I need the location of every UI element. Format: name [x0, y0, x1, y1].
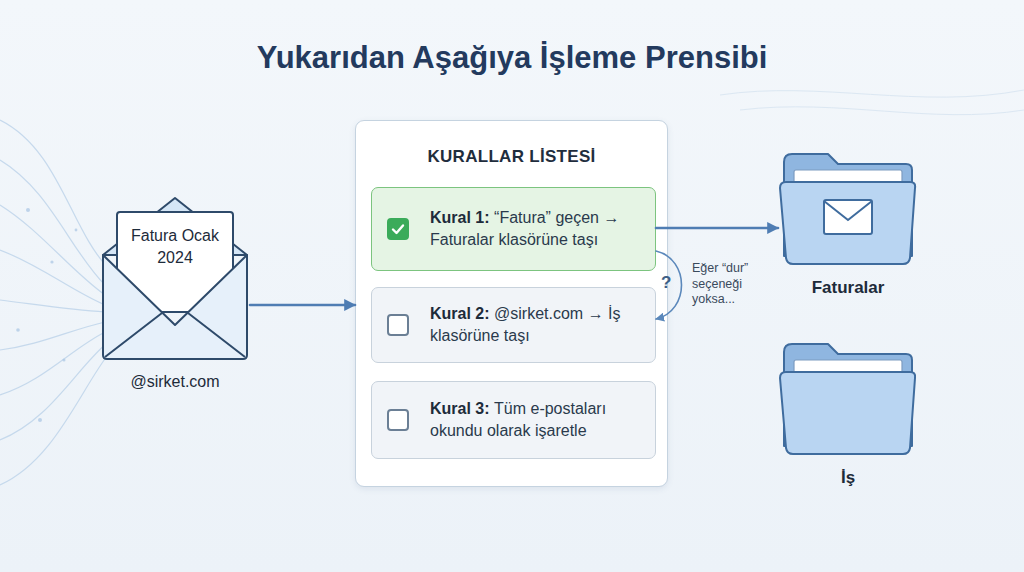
question-mark: ?	[661, 273, 671, 293]
dot	[16, 328, 20, 332]
dot	[26, 208, 30, 212]
flow-line	[0, 160, 105, 285]
dot	[38, 418, 42, 422]
folder-front	[780, 372, 915, 454]
mail-icon	[824, 200, 872, 234]
folder-front	[780, 182, 915, 264]
folder-icon	[778, 338, 918, 458]
flow-lines	[0, 120, 110, 485]
rule-box: Kural 3:Tüm e-postaları okundu olarak iş…	[371, 381, 656, 459]
flow-line	[720, 90, 1024, 97]
checkbox	[387, 314, 409, 336]
folder-label: Faturalar	[768, 278, 928, 298]
rule-text: Kural 2:@sirket.com → İş klasörüne taşı	[430, 303, 630, 346]
flow-line	[0, 322, 105, 350]
rules-panel: KURALLAR LİSTESİ Kural 1:“Fatura” geçen →…	[355, 120, 668, 487]
rule-text: Kural 3:Tüm e-postaları okundu olarak iş…	[430, 398, 630, 441]
dot	[50, 260, 53, 263]
mail-flap	[824, 201, 872, 220]
check-mark	[389, 220, 407, 238]
folder-label: İş	[768, 468, 928, 488]
flow-line	[0, 332, 105, 395]
flow-lines-right	[720, 90, 1024, 115]
flow-line	[0, 120, 110, 270]
mail-folder: Faturalar	[778, 148, 918, 298]
checked-box	[387, 218, 409, 240]
rule-number: Kural 3:	[430, 400, 490, 417]
flow-dots	[16, 208, 77, 422]
mail-folder: İş	[778, 338, 918, 488]
edge-note: Eğer “dur” seçeneği yoksa...	[692, 261, 764, 308]
folder-icon	[778, 148, 918, 268]
check-stroke	[393, 226, 403, 234]
envelope-body	[103, 255, 247, 359]
rule-box: Kural 2:@sirket.com → İş klasörüne taşı	[371, 287, 656, 363]
diagram-title: Yukarıdan Aşağıya İşleme Prensibi	[0, 40, 1024, 76]
panel-heading: KURALLAR LİSTESİ	[356, 147, 667, 167]
email-envelope: Fatura Ocak 2024@sirket.com	[100, 195, 250, 395]
flow-line	[0, 250, 105, 305]
flow-line	[0, 300, 105, 312]
envelope-fold	[105, 313, 245, 357]
dot	[75, 229, 78, 232]
rule-box: Kural 1:“Fatura” geçen → Faturalar klasö…	[371, 187, 656, 271]
sender-address: @sirket.com	[90, 373, 260, 391]
flow-arrow	[250, 304, 355, 307]
envelope-icon	[100, 195, 250, 365]
dot	[63, 359, 66, 362]
flow-arrow	[656, 227, 778, 230]
letter-text: Fatura Ocak 2024	[130, 225, 220, 268]
fallthrough-arrow	[656, 251, 682, 319]
rule-number: Kural 1:	[430, 209, 490, 226]
flow-line	[0, 342, 108, 440]
flow-line	[740, 107, 1024, 115]
rule-number: Kural 2:	[430, 305, 490, 322]
flow-line	[0, 352, 110, 485]
flow-line	[0, 205, 105, 295]
checkbox	[387, 409, 409, 431]
rule-text: Kural 1:“Fatura” geçen → Faturalar klasö…	[430, 207, 630, 250]
